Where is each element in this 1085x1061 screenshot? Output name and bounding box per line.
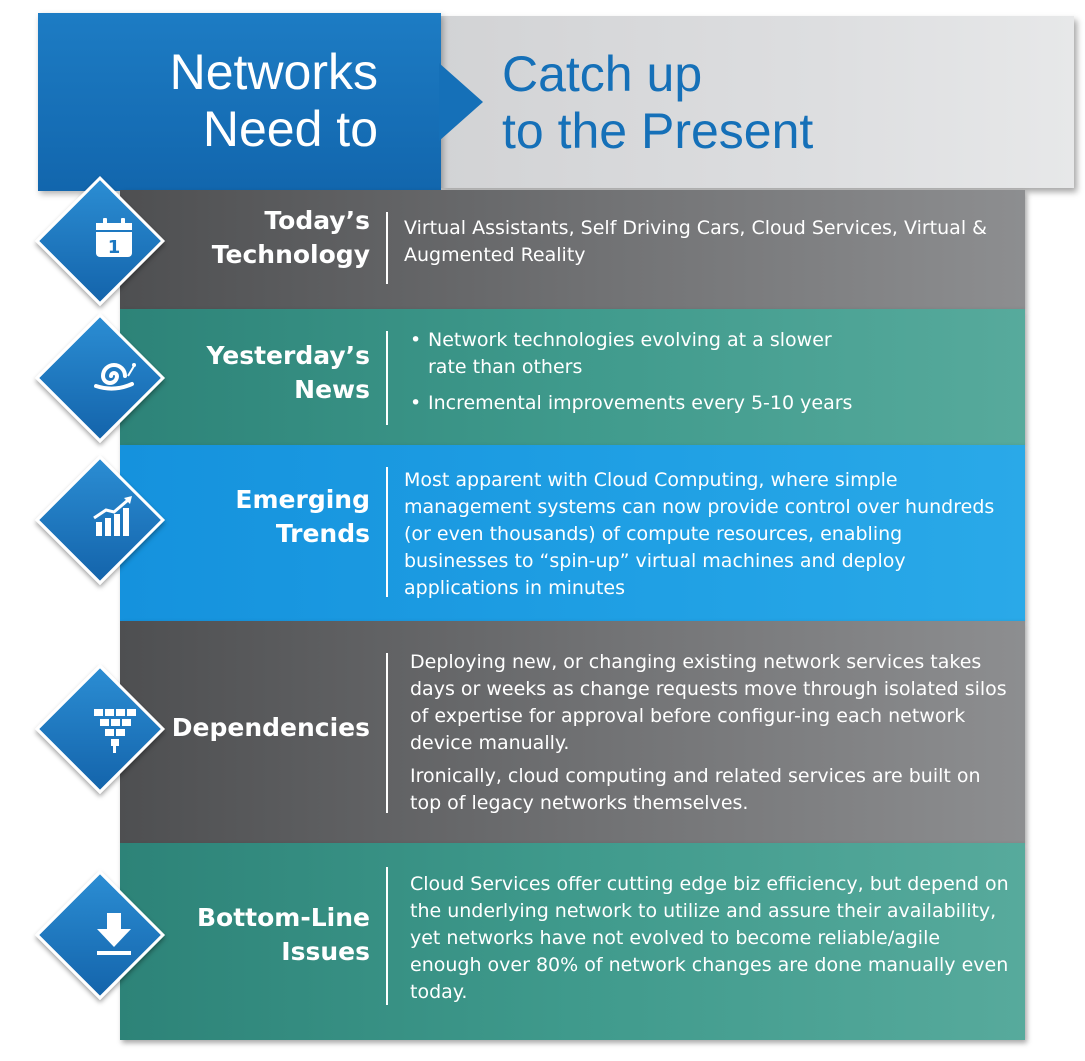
- row-divider: [386, 867, 388, 1005]
- row-divider: [386, 653, 388, 813]
- calendar-icon: 1: [84, 209, 144, 269]
- hierarchy-funnel-icon: [84, 697, 144, 757]
- row-divider: [386, 212, 388, 284]
- row-label: Today’s Technology: [211, 206, 370, 269]
- row-body: Deploying new, or changing existing netw…: [410, 649, 1010, 817]
- header-right-title: Catch up to the Present: [502, 46, 814, 159]
- row-divider: [386, 467, 388, 597]
- row-paragraph: Most apparent with Cloud Computing, wher…: [404, 469, 995, 599]
- row-paragraph: Cloud Services offer cutting edge biz ef…: [410, 873, 1009, 1003]
- row-body: Virtual Assistants, Self Driving Cars, C…: [404, 215, 1004, 269]
- download-arrow-icon: [84, 903, 144, 963]
- row-dependencies: Dependencies Deploying new, or changing …: [120, 621, 1025, 843]
- row-todays-technology: Today’s Technology Virtual Assistants, S…: [120, 190, 1025, 309]
- row-yesterdays-news: Yesterday’s News • Network technologies …: [120, 309, 1025, 445]
- row-bottom-line-issues: Bottom-Line Issues Cloud Services offer …: [120, 843, 1025, 1040]
- row-label: Bottom-Line Issues: [197, 903, 370, 966]
- row-paragraph: Deploying new, or changing existing netw…: [410, 651, 1007, 754]
- row-label: Emerging Trends: [235, 485, 370, 548]
- growth-chart-icon: [84, 488, 144, 548]
- row-body: Cloud Services offer cutting edge biz ef…: [410, 871, 1010, 1006]
- svg-text:1: 1: [108, 237, 121, 258]
- header-left-panel: [38, 13, 441, 191]
- row-body: Most apparent with Cloud Computing, wher…: [404, 467, 1004, 602]
- row-divider: [386, 331, 388, 425]
- row-body: • Network technologies evolving at a slo…: [410, 327, 1010, 417]
- row-paragraph: Virtual Assistants, Self Driving Cars, C…: [404, 217, 987, 266]
- bullet-item: • Network technologies evolving at a slo…: [410, 329, 832, 378]
- header-right-panel: [440, 16, 1074, 188]
- row-label: Dependencies: [171, 713, 370, 742]
- row-label: Yesterday’s News: [206, 341, 370, 404]
- header-arrow: [439, 63, 483, 141]
- row-emerging-trends: Emerging Trends Most apparent with Cloud…: [120, 445, 1025, 621]
- bullet-item: • Incremental improvements every 5-10 ye…: [410, 392, 853, 414]
- snail-icon: [84, 346, 144, 406]
- header-left-title: Networks Need to: [169, 44, 378, 157]
- row-paragraph: Ironically, cloud computing and related …: [410, 765, 981, 814]
